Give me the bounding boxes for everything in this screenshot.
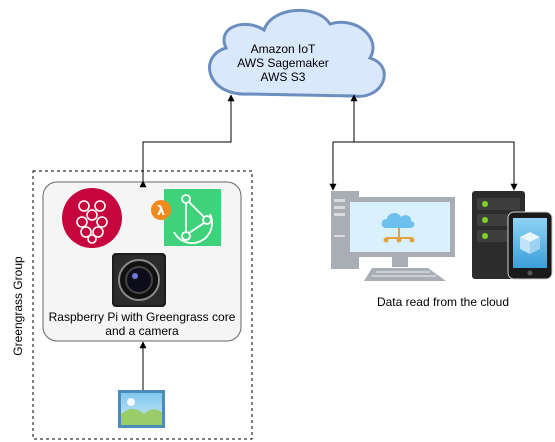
raspberry-pi-icon: [62, 188, 122, 248]
device-label-line1: Raspberry Pi with Greengrass core: [48, 310, 236, 324]
device-label-line2: and a camera: [105, 324, 179, 338]
cloud-label: Amazon IoT AWS Sagemaker AWS S3: [221, 42, 345, 84]
cloud-read-label: Data read from the cloud: [376, 295, 510, 309]
device-label: Raspberry Pi with Greengrass core and a …: [43, 310, 241, 338]
greengrass-lambda-icon: λ: [151, 189, 221, 246]
image-icon: [118, 390, 165, 428]
greengrass-group-label: Greengrass Group: [11, 256, 25, 356]
connector-device-cloud: [139, 94, 235, 188]
mobile-phone-icon: [507, 211, 553, 280]
connector-to-server: [354, 141, 518, 191]
cloud-label-line2: AWS Sagemaker: [237, 56, 329, 70]
connectors: [139, 94, 518, 390]
camera-icon: [112, 253, 166, 307]
cloud-label-line3: AWS S3: [260, 70, 306, 84]
desktop-computer-icon: [331, 191, 455, 281]
cloud-label-line1: Amazon IoT: [250, 42, 316, 56]
connector-to-pc: [329, 141, 354, 191]
cloud-shape: [208, 9, 386, 98]
lambda-glyph: λ: [157, 204, 165, 219]
